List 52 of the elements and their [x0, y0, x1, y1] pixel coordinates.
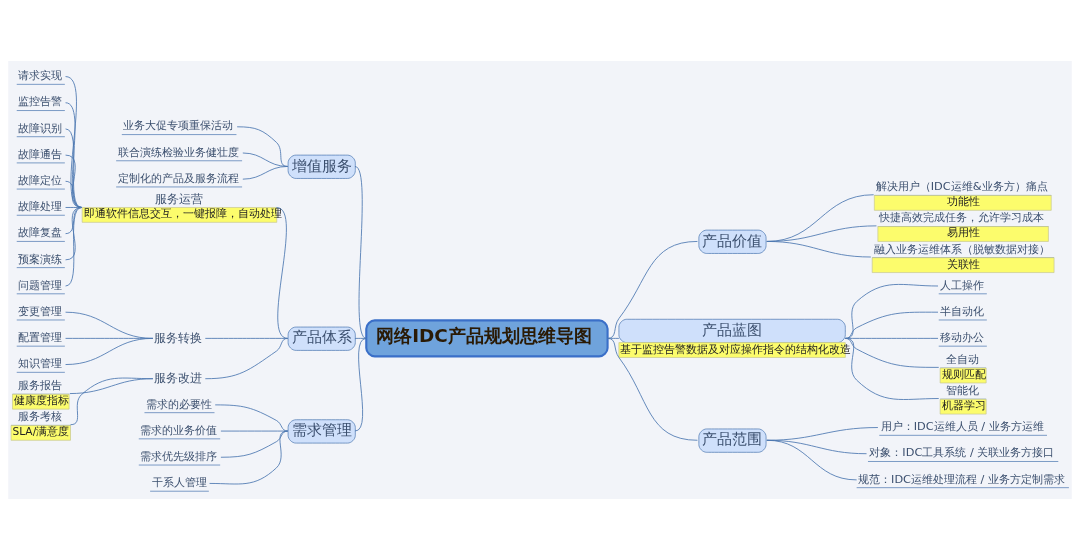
node-text: 监控告警: [18, 93, 63, 108]
node-text: 预案演练: [18, 251, 63, 266]
node-text: 需求优先级排序: [140, 448, 218, 463]
connector: [242, 165, 289, 180]
node-text: 故障复盘: [18, 224, 63, 239]
connector: [276, 206, 289, 339]
connector: [220, 430, 289, 458]
node-label: 快捷高效完成任务，允许学习成本: [879, 209, 1045, 224]
connector: [220, 430, 289, 431]
connector: [844, 283, 939, 339]
node-label: 服务考核: [18, 408, 63, 423]
node-text: 配置管理: [18, 329, 63, 344]
node-label: 全自动: [946, 351, 980, 366]
node-text: 业务大促专项重保活动: [123, 117, 234, 132]
node-text: 用户：IDC运维人员 / 业务方运维: [880, 418, 1044, 433]
node-text: 故障定位: [18, 172, 63, 187]
node-text: 变更管理: [18, 303, 63, 318]
node-text: 需求的业务价值: [140, 422, 218, 437]
node-label: 解决用户（IDC运维&业务方）痛点: [875, 178, 1048, 193]
connector: [65, 337, 154, 365]
node-text: 人工操作: [940, 277, 985, 292]
node-text: 半自动化: [940, 303, 985, 318]
node-text: 请求实现: [18, 67, 63, 82]
node-label: 智能化: [946, 382, 980, 397]
connector: [844, 337, 940, 368]
node-box: 网络IDC产品规划思维导图: [365, 318, 609, 357]
node-text: 对象：IDC工具系统 / 关联业务方接口: [869, 444, 1055, 459]
connector: [844, 337, 940, 400]
connector: [844, 311, 939, 339]
connector: [204, 337, 289, 379]
node-text: 故障处理: [18, 198, 63, 213]
node-text: 故障通告: [18, 146, 63, 161]
node-text: 定制化的产品及服务流程: [117, 170, 239, 185]
node-text: 故障识别: [18, 120, 63, 135]
node-label: 服务报告: [18, 377, 63, 392]
node-text: 知识管理: [18, 355, 63, 370]
node-text: 移动办公: [940, 329, 985, 344]
node-label: 服务运营: [154, 191, 203, 206]
node-text: 服务转换: [154, 330, 203, 345]
connector: [70, 377, 154, 425]
connector: [766, 240, 872, 257]
node-text: 服务改进: [154, 370, 203, 385]
node-text: 联合演练检验业务健壮度: [117, 144, 239, 159]
connector: [766, 439, 858, 480]
node-label: 融入业务运维体系（脱敏数据对接）: [873, 241, 1050, 256]
node-text: 干系人管理: [151, 474, 207, 489]
node-text: 规范：IDC运维处理流程 / 业务方定制需求: [858, 471, 1066, 486]
connector: [209, 430, 289, 484]
connector: [214, 403, 289, 431]
connector: [236, 125, 289, 167]
node-text: 需求的必要性: [145, 396, 212, 411]
node-text: 问题管理: [18, 277, 63, 292]
